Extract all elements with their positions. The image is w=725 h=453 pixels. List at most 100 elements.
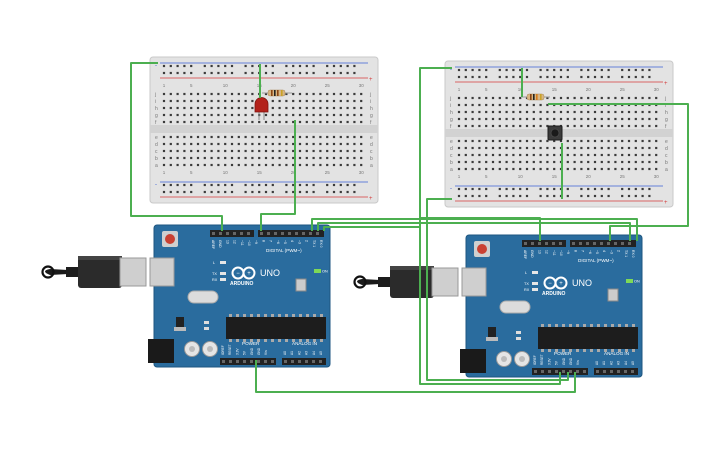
breadboard-hole[interactable] xyxy=(244,92,247,96)
breadboard-hole[interactable] xyxy=(271,120,274,124)
breadboard-hole[interactable] xyxy=(587,160,590,164)
breadboard-hole[interactable] xyxy=(471,160,474,164)
breadboard-hole[interactable] xyxy=(539,146,542,150)
breadboard-hole[interactable] xyxy=(532,167,535,171)
breadboard-hole[interactable] xyxy=(519,139,522,143)
wire-bb2-button-to-arduino2-pin[interactable] xyxy=(548,103,689,241)
breadboard-hole[interactable] xyxy=(457,103,461,107)
breadboard-hole[interactable] xyxy=(332,156,336,160)
breadboard-hole[interactable] xyxy=(471,103,474,107)
breadboard-hole[interactable] xyxy=(491,153,495,157)
breadboard-hole[interactable] xyxy=(176,106,179,110)
breadboard-hole[interactable] xyxy=(498,75,501,79)
breadboard-hole[interactable] xyxy=(230,163,234,167)
breadboard-hole[interactable] xyxy=(587,68,590,72)
header-pin[interactable] xyxy=(243,360,246,363)
breadboard-hole[interactable] xyxy=(539,75,542,79)
breadboard-hole[interactable] xyxy=(298,183,302,187)
breadboard-hole[interactable] xyxy=(217,64,220,68)
header-pin[interactable] xyxy=(538,242,541,245)
breadboard-hole[interactable] xyxy=(559,117,563,121)
breadboard-hole[interactable] xyxy=(271,71,274,75)
breadboard-hole[interactable] xyxy=(519,160,522,164)
breadboard-hole[interactable] xyxy=(587,167,590,171)
breadboard-hole[interactable] xyxy=(553,139,556,143)
breadboard-hole[interactable] xyxy=(251,156,254,160)
breadboard-hole[interactable] xyxy=(566,139,569,143)
breadboard-hole[interactable] xyxy=(332,99,336,103)
breadboard-hole[interactable] xyxy=(580,146,583,150)
breadboard-hole[interactable] xyxy=(210,71,213,75)
breadboard-hole[interactable] xyxy=(587,153,590,157)
breadboard-hole[interactable] xyxy=(190,183,193,187)
breadboard-hole[interactable] xyxy=(271,135,274,139)
breadboard-hole[interactable] xyxy=(478,117,481,121)
breadboard-hole[interactable] xyxy=(478,124,481,128)
breadboard-hole[interactable] xyxy=(217,99,220,103)
breadboard-hole[interactable] xyxy=(312,120,315,124)
breadboard-hole[interactable] xyxy=(224,113,227,117)
breadboard-hole[interactable] xyxy=(251,183,254,187)
breadboard-hole[interactable] xyxy=(353,183,356,187)
breadboard-hole[interactable] xyxy=(512,153,515,157)
header-pin[interactable] xyxy=(569,370,572,373)
breadboard-hole[interactable] xyxy=(614,153,617,157)
breadboard-hole[interactable] xyxy=(230,92,234,96)
breadboard-hole[interactable] xyxy=(183,163,186,167)
breadboard-hole[interactable] xyxy=(190,71,193,75)
breadboard-hole[interactable] xyxy=(621,146,624,150)
breadboard-hole[interactable] xyxy=(278,120,281,124)
breadboard-hole[interactable] xyxy=(525,117,529,121)
breadboard-hole[interactable] xyxy=(244,190,247,194)
breadboard-hole[interactable] xyxy=(566,194,569,198)
breadboard-hole[interactable] xyxy=(648,194,651,198)
breadboard-hole[interactable] xyxy=(353,99,356,103)
breadboard-hole[interactable] xyxy=(162,120,166,124)
breadboard-hole[interactable] xyxy=(271,113,274,117)
breadboard-hole[interactable] xyxy=(600,110,603,114)
breadboard-hole[interactable] xyxy=(251,106,254,110)
breadboard-hole[interactable] xyxy=(539,139,542,143)
breadboard-hole[interactable] xyxy=(264,92,268,96)
breadboard-hole[interactable] xyxy=(169,183,172,187)
breadboard-hole[interactable] xyxy=(600,117,603,121)
breadboard-hole[interactable] xyxy=(203,190,206,194)
breadboard-hole[interactable] xyxy=(573,153,576,157)
breadboard-hole[interactable] xyxy=(190,92,193,96)
breadboard-hole[interactable] xyxy=(353,120,356,124)
breadboard-hole[interactable] xyxy=(196,156,200,160)
breadboard-hole[interactable] xyxy=(224,92,227,96)
breadboard-hole[interactable] xyxy=(498,103,501,107)
breadboard-hole[interactable] xyxy=(264,71,268,75)
breadboard-hole[interactable] xyxy=(593,146,597,150)
breadboard-hole[interactable] xyxy=(326,156,329,160)
breadboard-hole[interactable] xyxy=(539,160,542,164)
breadboard-hole[interactable] xyxy=(498,110,501,114)
breadboard-hole[interactable] xyxy=(285,156,288,160)
breadboard-hole[interactable] xyxy=(505,110,508,114)
breadboard-hole[interactable] xyxy=(498,68,501,72)
breadboard-hole[interactable] xyxy=(332,120,336,124)
breadboard-hole[interactable] xyxy=(641,187,644,191)
breadboard-hole[interactable] xyxy=(607,124,610,128)
breadboard-hole[interactable] xyxy=(573,139,576,143)
breadboard-hole[interactable] xyxy=(244,64,247,68)
breadboard-hole[interactable] xyxy=(478,139,481,143)
breadboard-hole[interactable] xyxy=(190,135,193,139)
breadboard-hole[interactable] xyxy=(525,194,529,198)
breadboard-hole[interactable] xyxy=(525,160,529,164)
breadboard-hole[interactable] xyxy=(264,120,268,124)
breadboard-hole[interactable] xyxy=(512,124,515,128)
breadboard-hole[interactable] xyxy=(607,187,610,191)
breadboard-hole[interactable] xyxy=(217,106,220,110)
breadboard-hole[interactable] xyxy=(312,106,315,110)
breadboard-hole[interactable] xyxy=(648,68,651,72)
breadboard-hole[interactable] xyxy=(292,99,295,103)
breadboard-hole[interactable] xyxy=(224,106,227,110)
breadboard-hole[interactable] xyxy=(539,110,542,114)
breadboard-hole[interactable] xyxy=(251,149,254,153)
breadboard-hole[interactable] xyxy=(580,167,583,171)
breadboard-hole[interactable] xyxy=(648,160,651,164)
breadboard-hole[interactable] xyxy=(230,149,234,153)
